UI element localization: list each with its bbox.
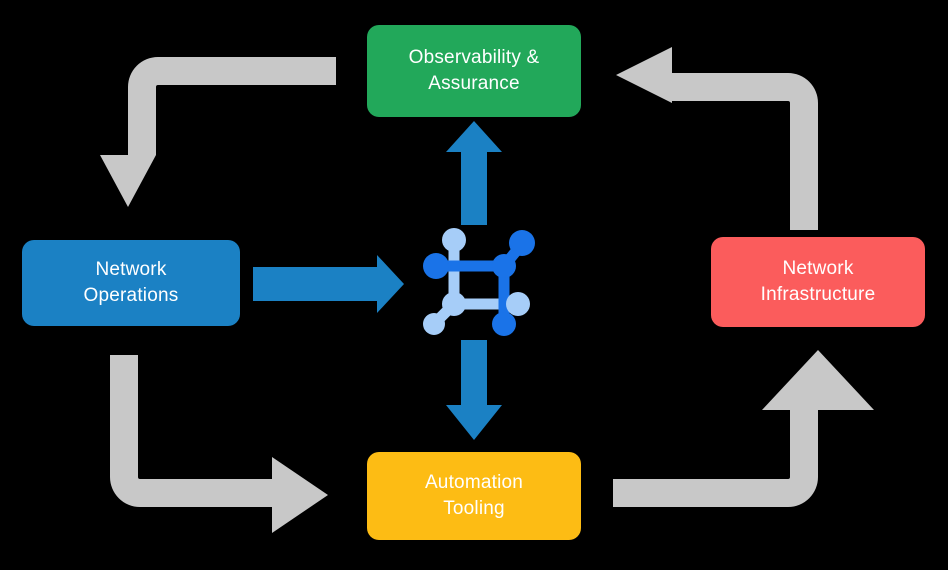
node-automation-tooling[interactable]: Automation Tooling	[367, 452, 581, 540]
connector-infrastructure-to-observability	[616, 47, 818, 230]
connector-observability-to-operations	[100, 57, 336, 207]
connector-operations-to-center	[253, 255, 404, 313]
connector-operations-to-automation	[110, 355, 328, 533]
connector-center-to-observability	[446, 121, 502, 225]
connector-center-to-automation	[446, 340, 502, 440]
connector-automation-to-infrastructure	[613, 350, 874, 507]
node-network-infrastructure[interactable]: Network Infrastructure	[711, 237, 925, 327]
network-topology-icon	[423, 228, 535, 336]
node-observability-assurance[interactable]: Observability & Assurance	[367, 25, 581, 117]
node-network-operations[interactable]: Network Operations	[22, 240, 240, 326]
